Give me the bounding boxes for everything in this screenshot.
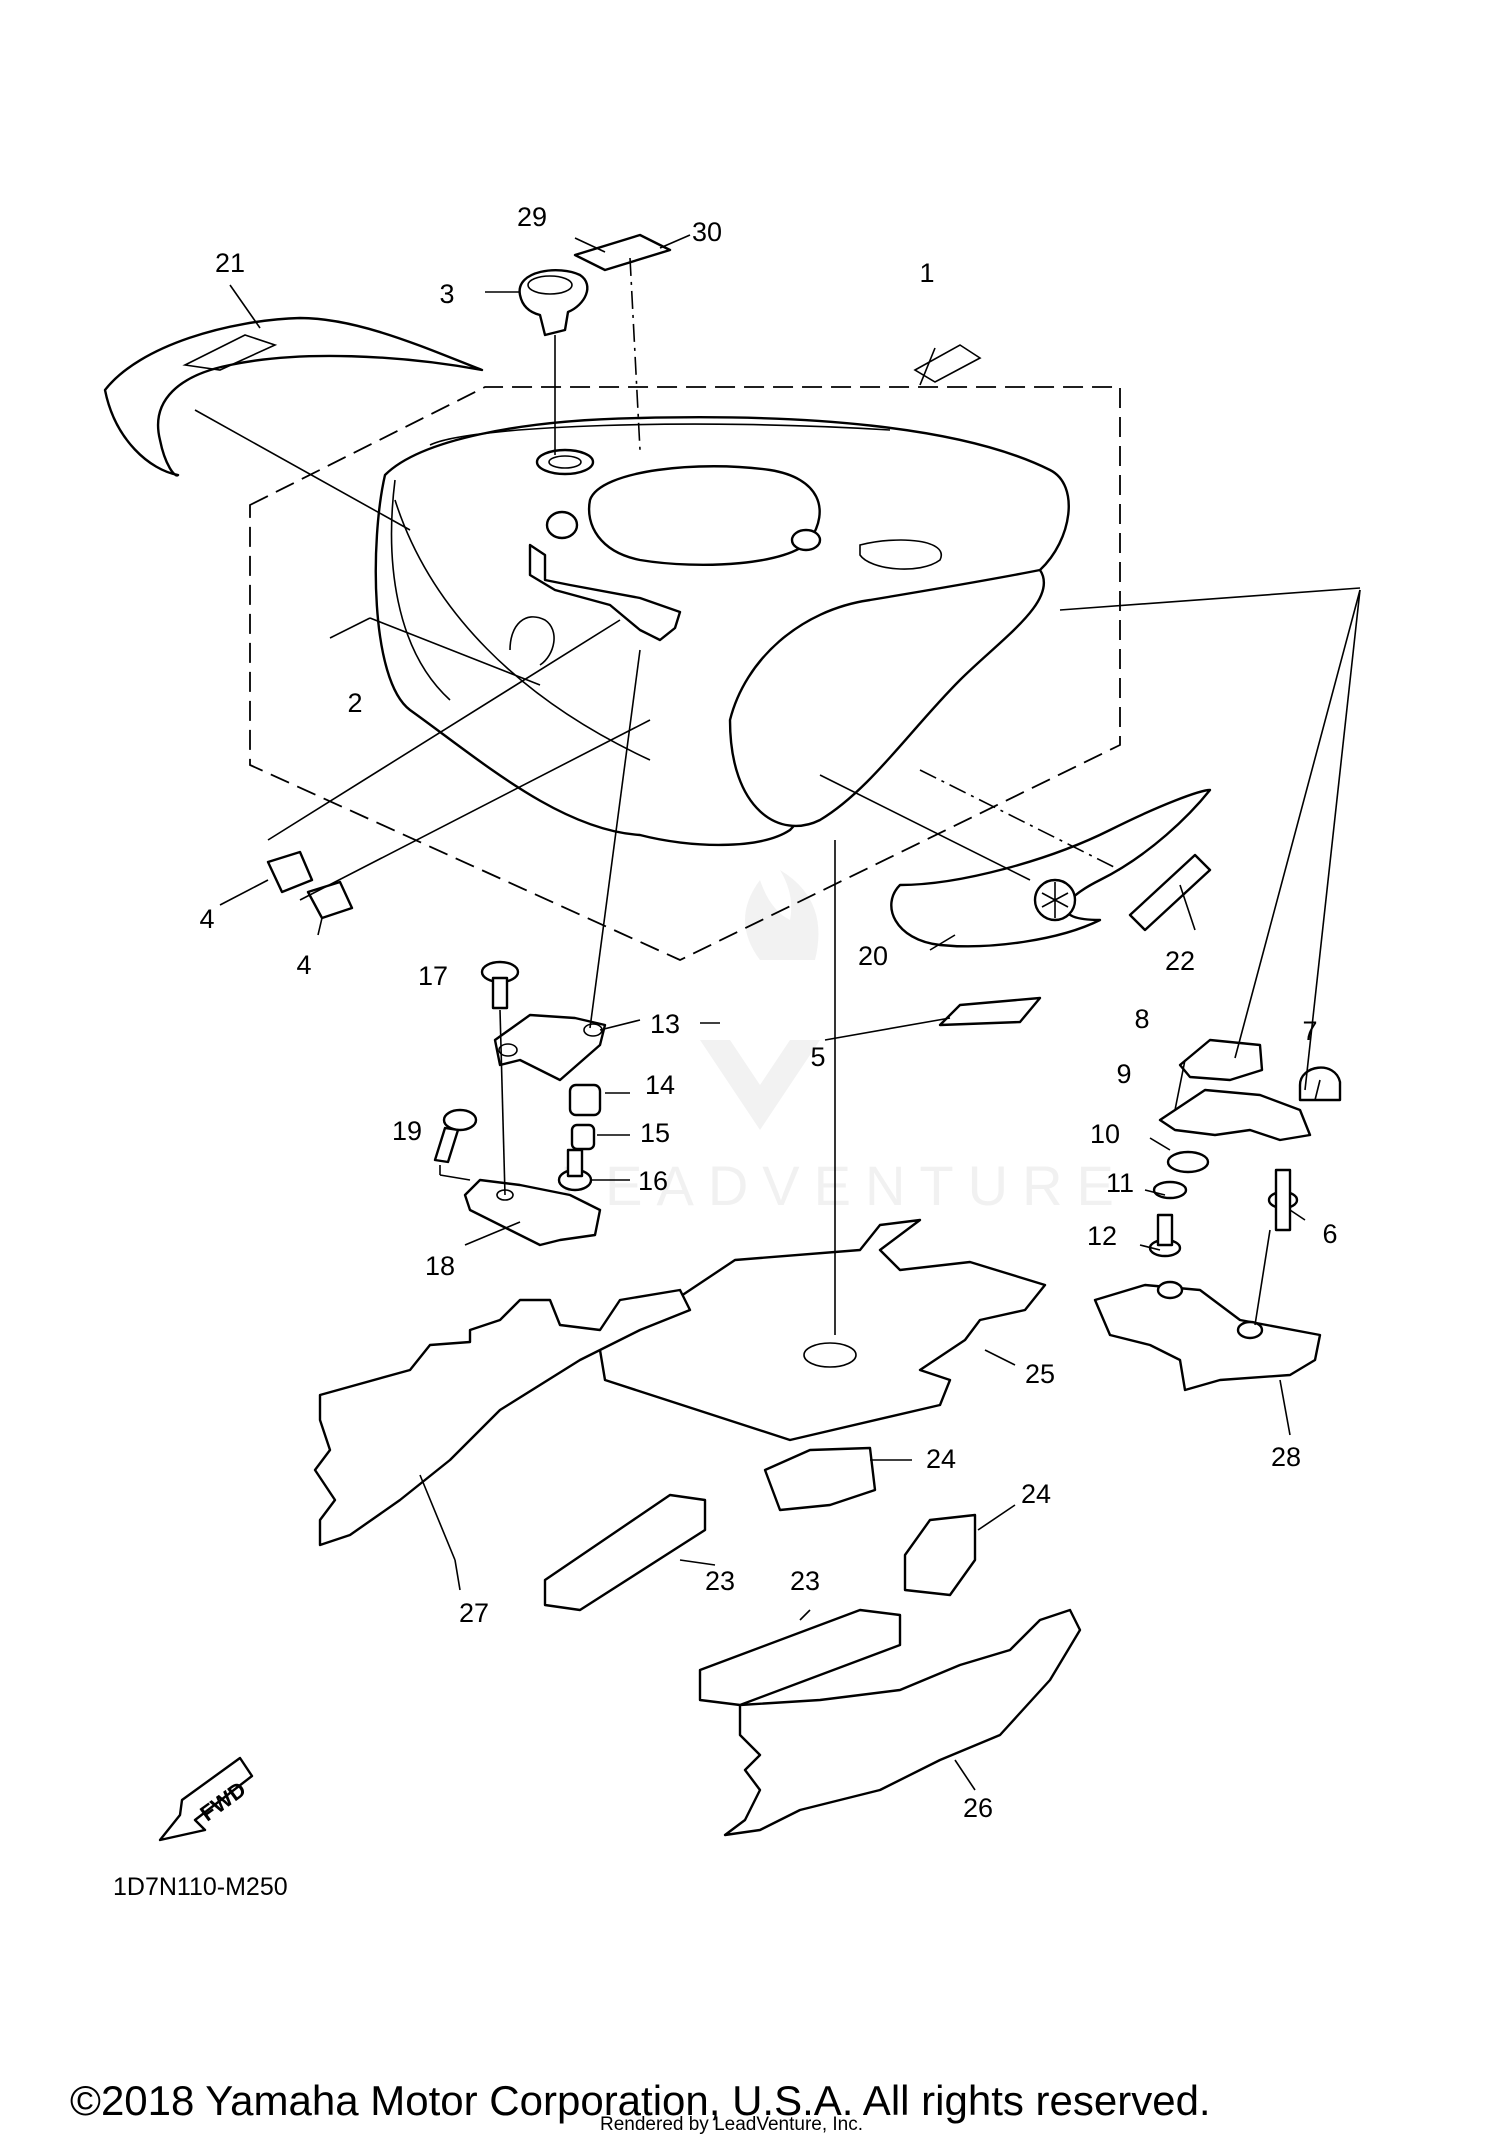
part-4-pad-b (306, 880, 354, 920)
callout-2: 2 (347, 688, 362, 718)
tank-assembly-box (249, 386, 1121, 961)
callout-13: 13 (650, 1009, 680, 1039)
callout-9: 9 (1116, 1059, 1131, 1089)
part-24-block-b (903, 1513, 977, 1597)
callout-24a: 24 (926, 1444, 956, 1474)
part-5-decal (938, 996, 1042, 1027)
callout-5: 5 (810, 1042, 825, 1072)
part-15-collar (570, 1123, 596, 1151)
callout-20: 20 (858, 941, 888, 971)
part-12-bolt (1148, 1213, 1182, 1258)
part-7-nut (1298, 1066, 1342, 1102)
callout-23a: 23 (705, 1566, 735, 1596)
callout-19: 19 (392, 1116, 422, 1146)
part-14-grommet (568, 1083, 602, 1117)
callout-25: 25 (1025, 1359, 1055, 1389)
leadventure-watermark: LEADVENTURE (560, 870, 1128, 1217)
callout-27: 27 (459, 1598, 489, 1628)
part-4-pad-a (266, 850, 314, 894)
part-28-bracket (1093, 1283, 1322, 1392)
watermark-text: LEADVENTURE (560, 1154, 1128, 1217)
callout-15: 15 (640, 1118, 670, 1148)
callout-11: 11 (1106, 1168, 1134, 1198)
callout-28: 28 (1271, 1442, 1301, 1472)
fuel-tank (374, 344, 1070, 847)
callout-17: 17 (418, 961, 448, 991)
fwd-arrow: FWD (158, 1756, 254, 1842)
part-29-label (573, 233, 672, 272)
part-25-sheet (598, 1218, 1047, 1442)
part-8-clip (1178, 1038, 1264, 1082)
callout-4b: 4 (296, 950, 311, 980)
part-20-emblem (890, 788, 1212, 948)
callout-14: 14 (645, 1070, 675, 1100)
callout-24b: 24 (1021, 1479, 1051, 1509)
callout-23b: 23 (790, 1566, 820, 1596)
callout-8: 8 (1134, 1004, 1149, 1034)
part-17-bolt (480, 960, 520, 1010)
callout-18: 18 (425, 1251, 455, 1281)
part-16-bolt (557, 1148, 593, 1192)
part-22-decal (1128, 853, 1212, 932)
part-26-cover (723, 1608, 1082, 1837)
callout-labels: 1 2 3 4 4 5 6 7 8 9 10 11 12 13 14 15 16… (199, 202, 1337, 1823)
part-27-cover (313, 1288, 692, 1547)
rendered-by-text: Rendered by LeadVenture, Inc. (600, 2114, 863, 2135)
part-13-bracket (493, 1013, 607, 1082)
part-10-washer (1166, 1150, 1210, 1174)
callout-3: 3 (439, 279, 454, 309)
part-23-block-a (543, 1493, 707, 1612)
callout-6: 6 (1322, 1219, 1337, 1249)
part-24-block-a (763, 1446, 877, 1512)
callout-29: 29 (517, 202, 547, 232)
callout-1: 1 (919, 258, 934, 288)
leader-lines (194, 234, 1361, 1791)
callout-30: 30 (692, 217, 722, 247)
callout-10: 10 (1090, 1119, 1120, 1149)
callout-21: 21 (215, 248, 245, 278)
part-11-washer (1152, 1180, 1188, 1200)
callout-7: 7 (1302, 1016, 1317, 1046)
callout-16: 16 (638, 1166, 668, 1196)
callout-26: 26 (963, 1793, 993, 1823)
part-6-stud (1267, 1168, 1299, 1232)
part-3-fuel-cap (518, 268, 589, 337)
part-23-block-b (698, 1608, 902, 1707)
callout-4a: 4 (199, 904, 214, 934)
callout-22: 22 (1165, 946, 1195, 976)
part-18-bracket (463, 1178, 602, 1247)
copyright-text: ©2018 Yamaha Motor Corporation, U.S.A. A… (70, 2077, 1211, 2124)
part-9-bracket (1158, 1088, 1312, 1142)
callout-12: 12 (1087, 1221, 1117, 1251)
drawing-code: 1D7N110-M250 (113, 1873, 288, 1901)
part-19-screw (433, 1108, 478, 1164)
